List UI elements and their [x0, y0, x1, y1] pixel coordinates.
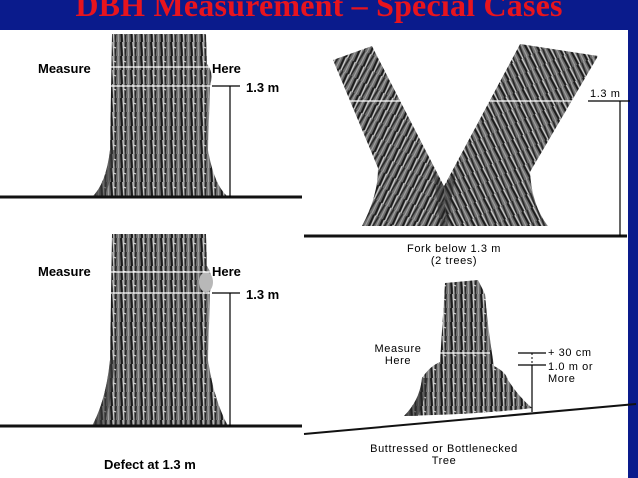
sloped-ground-line [303, 403, 637, 435]
min-height-label: 1.0 m or More [548, 361, 593, 385]
caption-defect: Defect at 1.3 m [104, 457, 196, 472]
tree-trunk-bottom-left [92, 234, 228, 426]
caption-buttress-line2: Tree [431, 455, 457, 467]
caption-buttress-line1: Buttressed or Bottlenecked [370, 443, 518, 455]
plus-30-label: + 30 cm [548, 347, 592, 359]
measure-label-bottom-left: Measure [38, 264, 91, 279]
height-label-fork: 1.3 m [590, 88, 621, 100]
here-label-top-left: Here [212, 61, 241, 76]
caption-fork: Fork below 1.3 m (2 trees) [374, 243, 534, 267]
buttressed-tree [404, 280, 532, 416]
measure-here-buttress: Measure Here [358, 343, 438, 367]
fork-panel-background [303, 30, 628, 42]
caption-buttress: Buttressed or Bottlenecked Tree [344, 443, 544, 467]
trunk-defect [199, 272, 213, 292]
min-height-line2: More [548, 373, 576, 385]
slide-title: DBH Measurement – Special Cases [75, 0, 563, 23]
right-stripe [628, 30, 638, 478]
height-label-top-left: 1.3 m [246, 80, 280, 95]
min-height-line1: 1.0 m or [548, 361, 594, 373]
title-bar: DBH Measurement – Special Cases [0, 0, 638, 30]
height-label-bottom-left: 1.3 m [246, 287, 280, 302]
here-label-bottom-left: Here [212, 264, 241, 279]
measure-label-buttress: Measure [374, 343, 422, 355]
tree-trunk-top-left [92, 34, 228, 197]
here-label-buttress: Here [384, 355, 412, 367]
measure-label-top-left: Measure [38, 61, 91, 76]
forked-tree [333, 44, 598, 226]
caption-fork-line2: (2 trees) [430, 255, 478, 267]
caption-fork-line1: Fork below 1.3 m [407, 243, 501, 255]
